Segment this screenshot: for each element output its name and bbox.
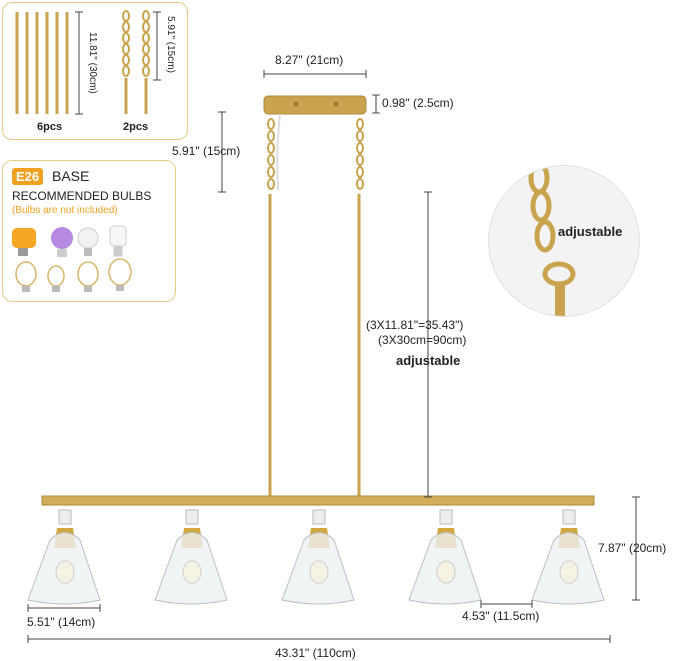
- bulb-icon-amber: [12, 228, 36, 248]
- shade-5: [531, 509, 605, 605]
- chains-qty: 2pcs: [123, 121, 149, 133]
- main-bar: [41, 495, 595, 506]
- chain-detail-callout: [488, 165, 640, 317]
- e26-badge: E26: [12, 168, 44, 185]
- shade-3: [281, 509, 355, 605]
- total-length-label: 43.31" (110cm): [275, 646, 356, 660]
- shade-width-label: 5.51" (14cm): [27, 615, 96, 629]
- shade-height-label: 7.87" (20cm): [598, 541, 667, 555]
- chain-closeup: [528, 166, 576, 316]
- shade-2: [154, 509, 228, 605]
- rod-adjustable-label: adjustable: [396, 353, 461, 368]
- rod-formula-in: (3X11.81"=35.43"): [366, 318, 464, 332]
- canopy: [263, 95, 367, 115]
- e26-badge-text: E26: [16, 169, 40, 184]
- bulb-icon-cfl: [109, 225, 127, 257]
- canopy-height-label: 0.98" (2.5cm): [382, 96, 454, 110]
- shade-1: [27, 509, 101, 605]
- canopy-width-label: 8.27" (21cm): [275, 53, 344, 67]
- recommended-bulbs-label: RECOMMENDED BULBS: [12, 189, 152, 203]
- callout-adjustable-label: adjustable: [558, 224, 623, 239]
- bulbs-not-included-note: (Bulbs are not included): [12, 205, 118, 216]
- shade-spacing-label: 4.53" (11.5cm): [462, 609, 540, 623]
- bulb-icon-smart: [51, 227, 73, 249]
- rods-qty: 6pcs: [37, 121, 63, 133]
- chain-drop-label: 5.91" (15cm): [172, 144, 241, 158]
- rod-formula-cm: (3X30cm=90cm): [378, 333, 467, 347]
- base-label: BASE: [52, 168, 90, 184]
- shade-4: [408, 509, 482, 605]
